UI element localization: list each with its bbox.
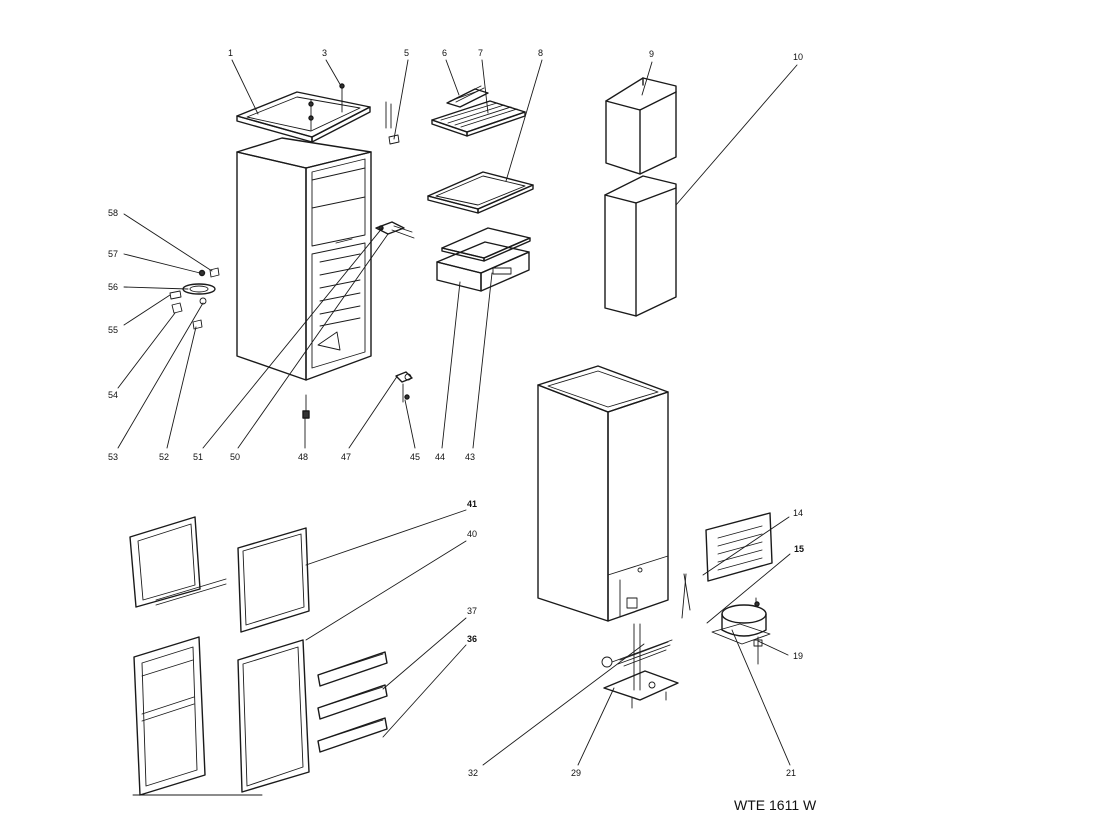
thermostat-unit [375, 221, 415, 239]
callout-47: 47 [341, 452, 351, 462]
callout-55: 55 [108, 325, 118, 335]
callout-45: 45 [410, 452, 420, 462]
cabinet-body [236, 137, 372, 381]
leader-lines [117, 59, 798, 766]
callout-labels: 1 3 5 6 7 8 9 10 14 15 19 21 29 32 36 37… [108, 48, 804, 778]
callout-10: 10 [793, 52, 803, 62]
callout-57: 57 [108, 249, 118, 259]
door-balconies [317, 651, 388, 753]
callout-48: 48 [298, 452, 308, 462]
callout-51: 51 [193, 452, 203, 462]
freezer-door [605, 77, 677, 175]
crisper-drawer [436, 241, 530, 292]
callout-58: 58 [108, 208, 118, 218]
top-cover [236, 91, 371, 143]
callout-29: 29 [571, 768, 581, 778]
callout-5: 5 [404, 48, 409, 58]
callout-56: 56 [108, 282, 118, 292]
callout-8: 8 [538, 48, 543, 58]
callout-53: 53 [108, 452, 118, 462]
callout-7: 7 [478, 48, 483, 58]
cabinet-rear-view [537, 365, 669, 622]
callout-37: 37 [467, 606, 477, 616]
lamp-assembly [169, 267, 220, 330]
fridge-door-inner [132, 636, 263, 796]
callout-43: 43 [465, 452, 475, 462]
callout-6: 6 [442, 48, 447, 58]
shelf-grid [431, 100, 526, 137]
bottom-hinge [395, 371, 413, 403]
compressor [681, 573, 771, 665]
base-plate [603, 623, 679, 709]
callout-52: 52 [159, 452, 169, 462]
condenser-cover [705, 512, 773, 582]
callout-41: 41 [467, 499, 477, 509]
callout-54: 54 [108, 390, 118, 400]
callout-3: 3 [322, 48, 327, 58]
callout-9: 9 [649, 49, 654, 59]
callout-1: 1 [228, 48, 233, 58]
callout-19: 19 [793, 651, 803, 661]
model-number: WTE 1611 W [734, 797, 817, 813]
screw-set [308, 83, 400, 145]
drier-tube [601, 639, 673, 668]
fridge-door [604, 175, 677, 317]
callout-32: 32 [468, 768, 478, 778]
callout-36: 36 [467, 634, 477, 644]
fridge-door-gasket [237, 639, 310, 793]
adjustable-foot [302, 394, 310, 419]
callout-44: 44 [435, 452, 445, 462]
callout-40: 40 [467, 529, 477, 539]
callout-50: 50 [230, 452, 240, 462]
callout-14: 14 [793, 508, 803, 518]
crisper-cover [441, 227, 531, 262]
callout-15: 15 [794, 544, 804, 554]
ice-tray [446, 85, 489, 108]
freezer-door-inner [129, 516, 227, 608]
freezer-door-gasket [237, 527, 310, 633]
callout-21: 21 [786, 768, 796, 778]
glass-shelf [427, 171, 534, 214]
